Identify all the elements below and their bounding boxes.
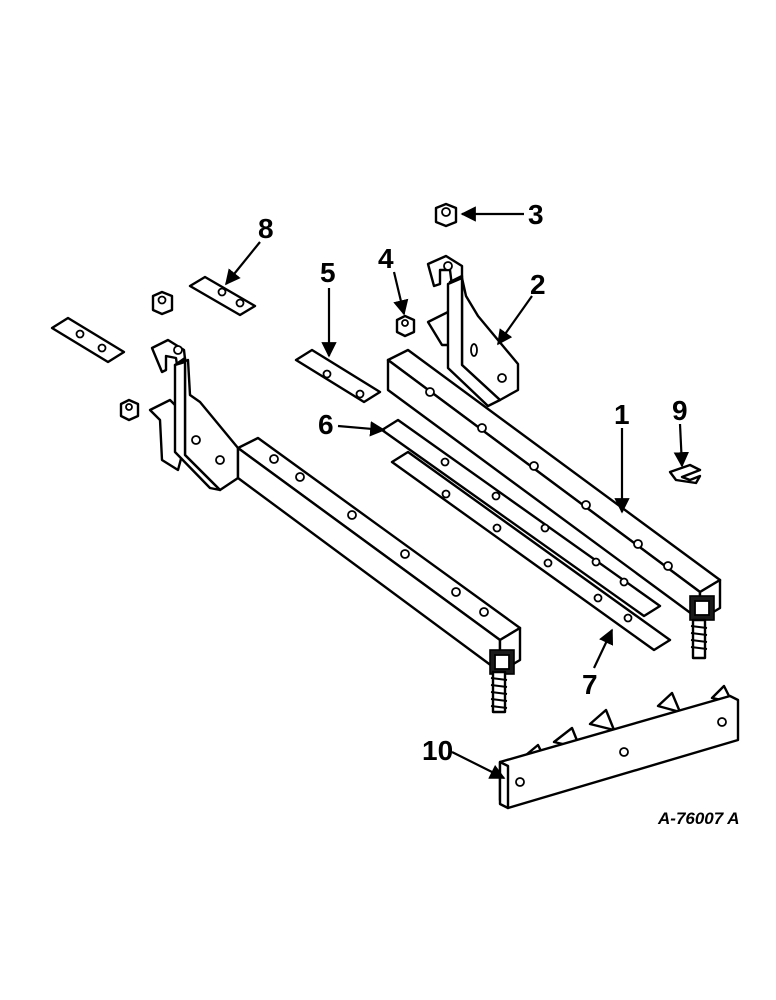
clamp-plate-5	[294, 348, 382, 404]
callout-numbers: 1 2 3 4 5 6 7 8 9 10	[258, 199, 688, 766]
callout-6: 6	[318, 409, 334, 440]
callout-9: 9	[672, 395, 688, 426]
leader-lines	[225, 206, 690, 779]
guard-bar-10	[498, 684, 740, 810]
callout-5: 5	[320, 257, 336, 288]
leader-6	[337, 421, 386, 437]
clip-9	[668, 463, 702, 485]
right-threaded-stud	[690, 618, 708, 660]
drawing-id-label: A-76007 A	[657, 809, 740, 828]
left-square-bar	[236, 436, 522, 675]
callout-2: 2	[530, 269, 546, 300]
right-mounting-bracket	[426, 254, 520, 408]
leader-2	[497, 295, 533, 346]
leader-8	[225, 241, 261, 286]
right-bar-assembly	[386, 348, 722, 660]
callout-10: 10	[422, 735, 453, 766]
left-mounting-bracket	[148, 338, 240, 492]
nut-left-upper	[151, 290, 174, 316]
strap-7	[390, 450, 672, 652]
left-threaded-stud	[490, 670, 508, 714]
leader-9	[673, 423, 690, 468]
callout-4: 4	[378, 243, 394, 274]
callout-7: 7	[582, 669, 598, 700]
strap-6	[380, 418, 662, 618]
callout-3: 3	[528, 199, 544, 230]
leader-10	[451, 751, 506, 779]
leader-7	[593, 628, 614, 669]
clamp-plates-8	[50, 275, 257, 364]
callout-8: 8	[258, 213, 274, 244]
nut-4	[395, 314, 416, 338]
nut-left-lower	[119, 398, 140, 422]
nut-3	[434, 202, 458, 228]
callout-1: 1	[614, 399, 630, 430]
left-bar-assembly	[148, 338, 522, 714]
leader-4	[392, 271, 409, 316]
